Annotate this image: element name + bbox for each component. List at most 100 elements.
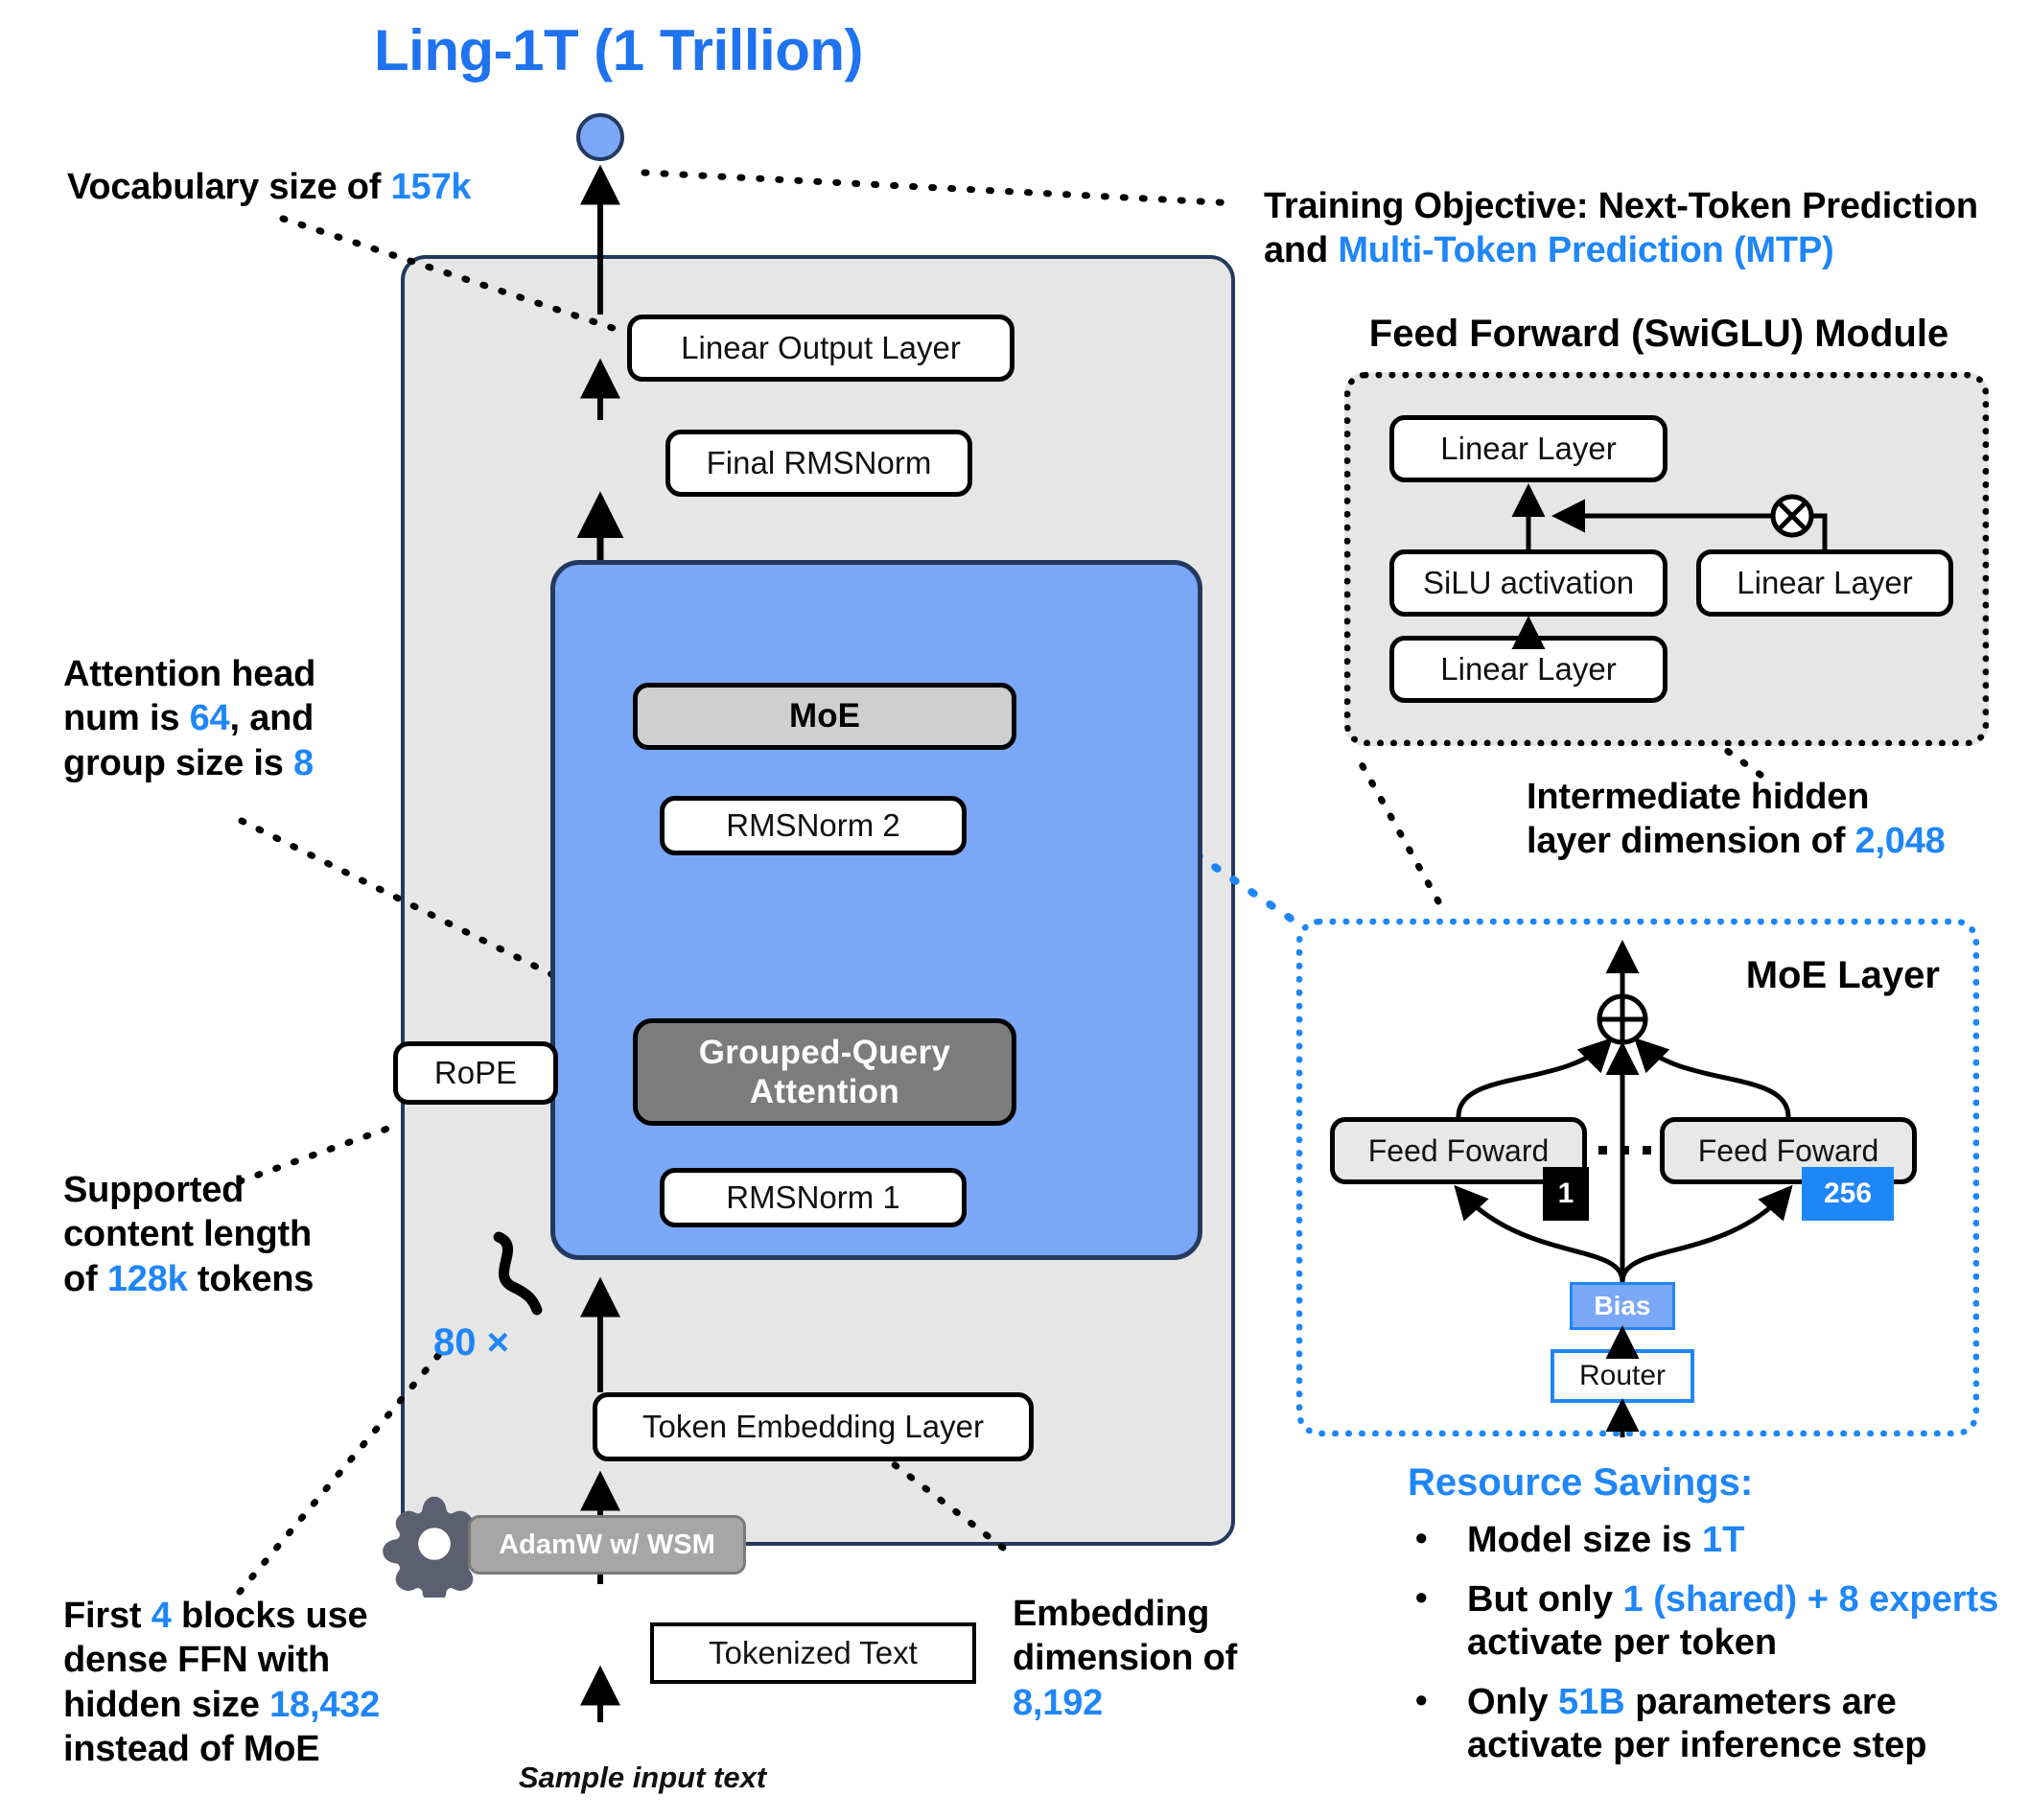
savings-0-value: 1T xyxy=(1701,1520,1745,1560)
gear-icon xyxy=(383,1496,486,1598)
ffn-module-panel: Linear Layer SiLU activation Linear Laye… xyxy=(1344,372,1989,746)
resource-savings-title: Resource Savings: xyxy=(1408,1461,1754,1504)
ffn-top-linear-layer[interactable]: Linear Layer xyxy=(1389,415,1668,482)
token-embedding-layer-block[interactable]: Token Embedding Layer xyxy=(593,1392,1034,1461)
savings-1-value: 1 (shared) + 8 experts xyxy=(1622,1578,1999,1620)
attn-line2-suffix: , and xyxy=(229,698,315,739)
emb-line1: Embedding xyxy=(1013,1594,1210,1634)
linear-output-layer-block[interactable]: Linear Output Layer xyxy=(627,315,1014,382)
inter-line2-prefix: layer dimension of xyxy=(1527,821,1855,862)
moe-expert-last-label: Feed Foward xyxy=(1697,1132,1879,1168)
ffn-module-title: Feed Forward (SwiGLU) Module xyxy=(1368,313,1949,355)
savings-item: Model size is 1T xyxy=(1408,1517,2002,1563)
annotation-embedding-dim: Embedding dimension of 8,192 xyxy=(1013,1592,1329,1725)
ctx-line1: Supported xyxy=(63,1170,245,1210)
moe-expert-last-badge: 256 xyxy=(1802,1167,1894,1221)
final-rmsnorm-label: Final RMSNorm xyxy=(706,444,932,480)
grouped-query-attention-block[interactable]: Grouped-Query Attention xyxy=(633,1018,1016,1126)
ctx-line3-suffix: tokens xyxy=(187,1258,315,1299)
rope-block[interactable]: RoPE xyxy=(393,1041,558,1105)
page-title: Ling-1T (1 Trillion) xyxy=(374,18,863,82)
emb-line2-prefix: dimension of xyxy=(1013,1638,1238,1679)
vocab-prefix: Vocabulary size of xyxy=(67,167,391,207)
moe-expert-first-label: Feed Foward xyxy=(1367,1132,1550,1168)
linear-output-layer-label: Linear Output Layer xyxy=(681,329,961,365)
savings-1-suffix: activate per token xyxy=(1467,1622,1778,1664)
savings-1-prefix: But only xyxy=(1467,1578,1623,1620)
attn-line3-prefix: group size is xyxy=(63,742,294,783)
train-obj-line2-prefix: and xyxy=(1264,230,1339,271)
moe-bias-label: Bias xyxy=(1594,1291,1651,1320)
rmsnorm2-block[interactable]: RMSNorm 2 xyxy=(660,796,967,855)
sample-input-caption: Sample input text xyxy=(518,1761,767,1794)
annotation-dense-ffn: First 4 blocks use dense FFN with hidden… xyxy=(63,1594,447,1771)
emb-dim-value: 8,192 xyxy=(1013,1682,1104,1723)
ffn-connectors xyxy=(1511,483,1828,649)
ffn-bottom-linear-label: Linear Layer xyxy=(1440,650,1617,687)
attn-group-size: 8 xyxy=(293,742,314,783)
moe-expert-first-badge: 1 xyxy=(1543,1167,1589,1221)
block-repeat-count: 80 × xyxy=(433,1321,509,1364)
gqa-label-line1: Grouped-Query xyxy=(698,1033,951,1071)
annotation-vocabulary: Vocabulary size of 157k xyxy=(67,165,547,209)
dense-line2: dense FFN with xyxy=(63,1640,330,1681)
annotation-context-length: Supported content length of 128k tokens xyxy=(63,1168,408,1301)
savings-item: Only 51B parameters are activate per inf… xyxy=(1408,1679,2002,1768)
optimizer-label: AdamW w/ WSM xyxy=(499,1528,715,1560)
dense-line1-prefix: First xyxy=(63,1596,152,1636)
ffn-gate-linear-label: Linear Layer xyxy=(1737,564,1913,600)
attn-line1: Attention head xyxy=(63,654,316,694)
rope-label: RoPE xyxy=(433,1054,518,1090)
dense-line3-prefix: hidden size xyxy=(63,1684,270,1725)
savings-item: But only 1 (shared) + 8 experts activate… xyxy=(1408,1576,2002,1666)
ffn-silu-activation[interactable]: SiLU activation xyxy=(1389,549,1668,617)
savings-2-prefix: Only xyxy=(1467,1681,1559,1722)
savings-2-value: 51B xyxy=(1558,1681,1625,1722)
rmsnorm2-label: RMSNorm 2 xyxy=(726,806,900,843)
inter-line1: Intermediate hidden xyxy=(1527,777,1870,817)
dense-hidden-size: 18,432 xyxy=(269,1684,381,1725)
attn-line2-prefix: num is xyxy=(63,698,190,739)
optimizer-badge: AdamW w/ WSM xyxy=(468,1515,746,1575)
ffn-silu-label: SiLU activation xyxy=(1422,564,1635,600)
tokenized-text-label: Tokenized Text xyxy=(709,1634,918,1670)
train-obj-line1: Training Objective: Next-Token Predictio… xyxy=(1264,186,1978,226)
attn-head-num: 64 xyxy=(189,698,230,739)
moe-block[interactable]: MoE xyxy=(633,683,1016,750)
inter-dim-value: 2,048 xyxy=(1854,821,1946,862)
moe-router-block[interactable]: Router xyxy=(1551,1349,1694,1403)
savings-0-prefix: Model size is xyxy=(1467,1520,1702,1560)
annotation-training-objective: Training Objective: Next-Token Predictio… xyxy=(1264,184,2012,273)
moe-expert-last[interactable]: Feed Foward xyxy=(1660,1117,1917,1184)
rmsnorm1-block[interactable]: RMSNorm 1 xyxy=(660,1168,967,1227)
moe-label: MoE xyxy=(789,697,860,735)
transformer-block xyxy=(550,560,1202,1260)
token-embedding-label: Token Embedding Layer xyxy=(642,1408,984,1444)
dense-line4: instead of MoE xyxy=(63,1729,320,1770)
ctx-length-value: 128k xyxy=(106,1258,188,1299)
moe-layer-panel: MoE Layer Feed Foward 1 Feed Foward 256 … xyxy=(1296,919,1979,1437)
savings-2-suffix: parameters are activate per inference st… xyxy=(1467,1681,1927,1766)
ctx-line2: content length xyxy=(63,1214,312,1255)
moe-connectors xyxy=(1454,940,1793,1437)
gqa-label-line2: Attention xyxy=(749,1073,900,1110)
moe-expert-first-index: 1 xyxy=(1557,1178,1574,1209)
moe-router-label: Router xyxy=(1578,1360,1667,1391)
dense-blocks-value: 4 xyxy=(151,1596,172,1636)
gqa-label: Grouped-Query Attention xyxy=(699,1033,951,1112)
resource-savings-list: Model size is 1T But only 1 (shared) + 8… xyxy=(1408,1517,2002,1784)
final-rmsnorm-block[interactable]: Final RMSNorm xyxy=(665,430,972,497)
dense-line1-suffix: blocks use xyxy=(171,1596,368,1636)
moe-expert-first[interactable]: Feed Foward xyxy=(1330,1117,1587,1184)
ffn-gate-linear-layer[interactable]: Linear Layer xyxy=(1696,549,1953,617)
moe-layer-title: MoE Layer xyxy=(1745,954,1940,996)
tokenized-text-block[interactable]: Tokenized Text xyxy=(650,1622,976,1684)
ctx-line3-prefix: of xyxy=(63,1258,107,1299)
vocab-value: 157k xyxy=(390,167,472,207)
ffn-top-linear-label: Linear Layer xyxy=(1440,430,1617,466)
rmsnorm1-label: RMSNorm 1 xyxy=(726,1178,900,1215)
mtp-value: Multi-Token Prediction (MTP) xyxy=(1338,230,1834,271)
annotation-intermediate-dim: Intermediate hidden layer dimension of 2… xyxy=(1527,775,2025,864)
output-token-dot xyxy=(576,113,624,161)
annotation-attention-heads: Attention head num is 64, and group size… xyxy=(63,652,408,785)
